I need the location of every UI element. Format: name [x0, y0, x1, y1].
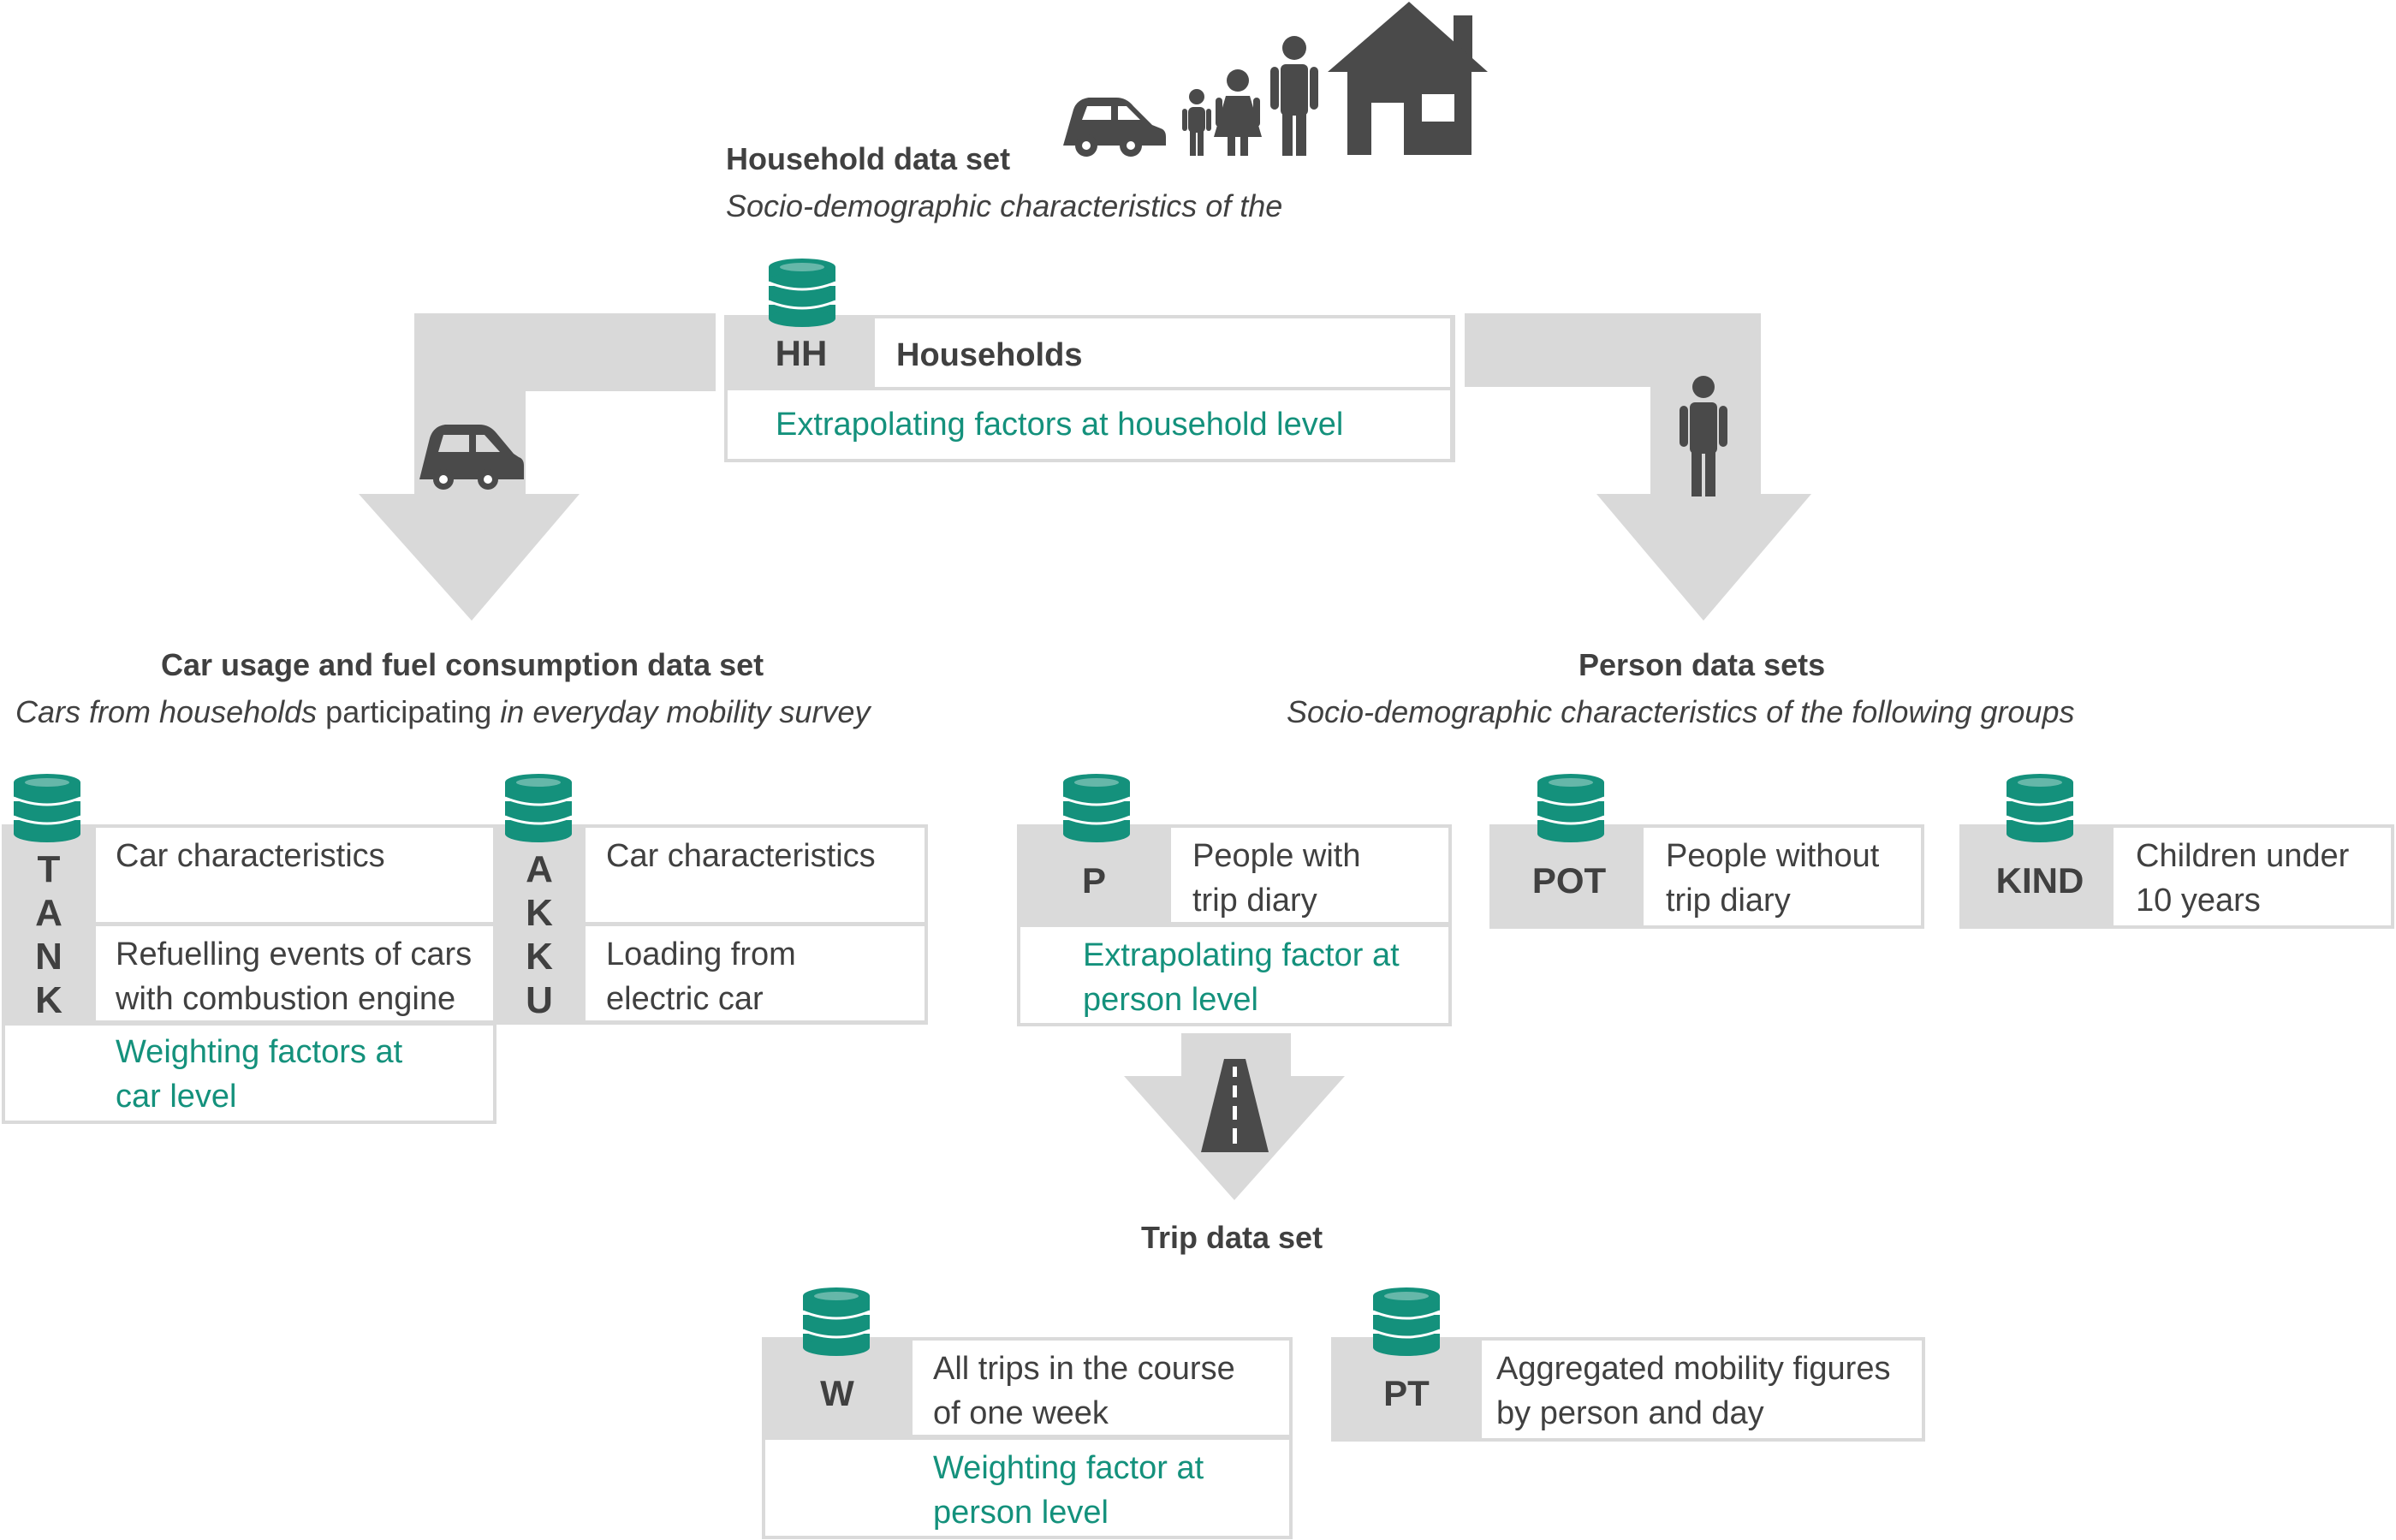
household-subtitle: Socio-demographic characteristics of the	[726, 188, 1283, 223]
akku-row1: Car characteristics	[606, 838, 876, 874]
kind-label: Children under 10 years	[2136, 838, 2350, 919]
p-label-cell	[1171, 828, 1448, 922]
pt-label: Aggregated mobility figures by person an…	[1496, 1351, 1891, 1431]
pt-label-cell	[1482, 1341, 1922, 1438]
kind-label-cell	[2114, 828, 2391, 925]
database-icon	[2006, 774, 2074, 842]
car-title: Car usage and fuel consumption data set	[161, 647, 764, 682]
tank-factor: Weighting factors at car level	[116, 1034, 403, 1115]
hh-factor: Extrapolating factors at household level	[776, 407, 1344, 443]
hh-label: Households	[896, 337, 1083, 373]
hh-factor-cell	[728, 390, 1450, 459]
car-icon	[419, 425, 524, 490]
family-icon	[1182, 36, 1318, 156]
household-title: Household data set	[726, 141, 1011, 176]
car-subtitle: Cars from households participating in ev…	[15, 694, 871, 729]
hh-table	[724, 315, 1455, 462]
pt-table	[1331, 1337, 1925, 1442]
tank-row2: Refuelling events of cars with combustio…	[116, 936, 473, 1017]
person-subtitle: Socio-demographic characteristics of the…	[1287, 694, 2075, 729]
arrow-household-to-car	[359, 313, 716, 621]
database-icon	[1062, 774, 1131, 842]
hh-code: HH	[775, 333, 828, 373]
w-label: All trips in the course of one week	[933, 1351, 1235, 1431]
person-icon	[1680, 376, 1727, 496]
car-icon	[1063, 98, 1166, 157]
tank-row1-cell	[96, 828, 493, 922]
tank-row1: Car characteristics	[116, 838, 385, 874]
akku-table	[496, 824, 928, 1025]
w-factor: Weighting factor at person level	[933, 1450, 1204, 1531]
akku-row2-cell	[586, 926, 925, 1020]
w-code: W	[820, 1373, 854, 1413]
person-title: Person data sets	[1579, 647, 1826, 682]
p-code: P	[1081, 860, 1106, 901]
w-table	[762, 1337, 1293, 1539]
tank-factor-cell	[5, 1026, 493, 1121]
p-factor: Extrapolating factor at person level	[1083, 937, 1400, 1018]
house-icon	[1328, 2, 1488, 155]
hh-label-cell	[875, 318, 1450, 387]
akku-row2: Loading from electric car	[606, 936, 796, 1017]
tank-row2-cell	[96, 926, 493, 1020]
pot-label-cell	[1644, 828, 1921, 925]
database-icon	[1537, 774, 1605, 842]
tank-table	[2, 824, 496, 1124]
database-icon	[1372, 1287, 1441, 1356]
p-factor-cell	[1020, 927, 1448, 1023]
database-icon	[504, 774, 573, 842]
road-icon	[1201, 1059, 1269, 1152]
pot-label: People without trip diary	[1666, 838, 1880, 919]
kind-code: KIND	[1995, 860, 2084, 901]
w-factor-cell	[765, 1440, 1289, 1536]
p-label: People with trip diary	[1192, 838, 1361, 919]
database-icon	[768, 259, 836, 327]
akku-row1-cell	[586, 828, 925, 922]
arrow-household-to-person	[1465, 313, 1811, 621]
p-table	[1017, 824, 1452, 1026]
trip-title: Trip data set	[1141, 1220, 1323, 1255]
pt-code: PT	[1383, 1373, 1430, 1413]
database-icon	[13, 774, 81, 842]
w-label-cell	[913, 1341, 1289, 1435]
pot-code: POT	[1531, 860, 1607, 901]
database-icon	[802, 1287, 871, 1356]
